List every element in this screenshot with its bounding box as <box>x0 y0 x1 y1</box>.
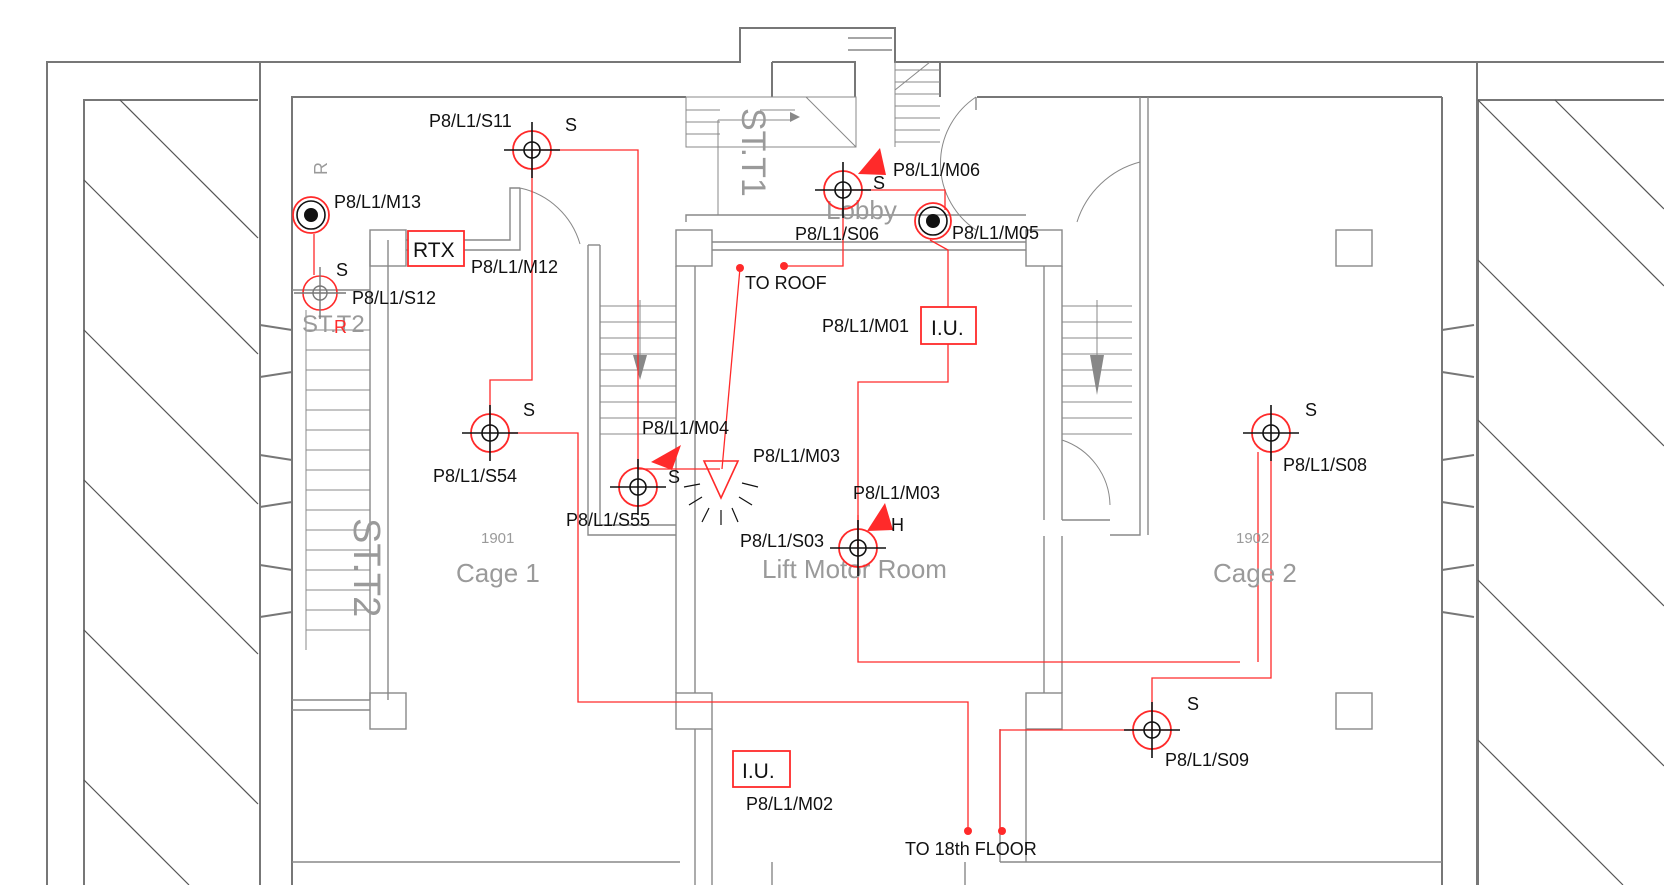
cage2-number: 1902 <box>1236 530 1269 547</box>
device-s08-label: P8/L1/S08 <box>1283 455 1367 475</box>
device-s06-label: P8/L1/S06 <box>795 224 879 244</box>
device-m12-box: RTX <box>413 239 455 262</box>
stair-t2-name: ST.T2 <box>345 518 387 617</box>
device-s03-tag: H <box>891 515 904 535</box>
sounder-flag-icon <box>867 503 893 531</box>
device-s09[interactable]: P8/L1/S09 S <box>1124 694 1249 770</box>
smoke-detector-icon <box>815 162 871 218</box>
device-m13-label: P8/L1/M13 <box>334 192 421 212</box>
device-s09-tag: S <box>1187 694 1199 714</box>
remote-transmitter-icon: RTX <box>407 230 465 267</box>
smoke-detector-icon <box>1243 405 1299 461</box>
device-m03-beacon-label: P8/L1/M03 <box>753 446 840 466</box>
stair-t2-small-name: ST.T2 <box>302 311 365 338</box>
stair-t1-name: ST.T1 <box>734 108 772 197</box>
lift-motor-room-name: Lift Motor Room <box>762 554 947 584</box>
device-s54-tag: S <box>523 400 535 420</box>
device-m02-box: I.U. <box>742 760 775 783</box>
call-point-icon <box>292 196 330 234</box>
device-m13-tag: R <box>311 162 331 175</box>
device-m12[interactable]: RTX P8/L1/M12 <box>407 230 558 277</box>
interface-unit-icon: I.U. <box>732 750 791 788</box>
device-m04-label: P8/L1/M04 <box>642 418 729 438</box>
call-point-icon <box>914 202 952 240</box>
device-s06[interactable]: P8/L1/S06 S <box>795 162 885 244</box>
lobby-name: Lobby <box>826 195 897 225</box>
device-m03-beacon[interactable]: P8/L1/M03 <box>683 446 840 525</box>
smoke-detector-icon <box>504 122 560 178</box>
device-s12-tag: S <box>336 260 348 280</box>
building-walls <box>46 27 1664 885</box>
smoke-detector-icon <box>610 459 666 515</box>
device-m05[interactable]: P8/L1/M05 <box>914 202 1039 243</box>
device-s12-tag2: R <box>334 317 347 337</box>
device-m01-box: I.U. <box>931 317 964 340</box>
cage2-name: Cage 2 <box>1213 558 1297 588</box>
device-s08-tag: S <box>1305 400 1317 420</box>
interior-walls <box>292 61 1373 885</box>
device-m02[interactable]: I.U. P8/L1/M02 <box>732 750 833 814</box>
device-s55-tag: S <box>668 467 680 487</box>
device-m06-label: P8/L1/M06 <box>893 160 980 180</box>
device-s03-label: P8/L1/S03 <box>740 531 824 551</box>
smoke-detector-icon <box>294 267 346 319</box>
heat-detector-icon <box>830 520 886 576</box>
cage1-name: Cage 1 <box>456 558 540 588</box>
device-s11-tag: S <box>565 115 577 135</box>
device-m06[interactable]: P8/L1/M06 <box>858 148 980 180</box>
device-s55-label: P8/L1/S55 <box>566 510 650 530</box>
device-s54[interactable]: P8/L1/S54 S <box>433 400 535 486</box>
interface-unit-icon: I.U. <box>920 306 977 345</box>
hatched-annex-left <box>83 99 259 885</box>
device-s55[interactable]: P8/L1/S55 S <box>566 459 680 530</box>
device-s12-label: P8/L1/S12 <box>352 288 436 308</box>
device-s03[interactable]: P8/L1/S03 H <box>740 515 904 576</box>
device-m03-heat[interactable]: P8/L1/M03 <box>853 483 940 531</box>
stair-treads <box>305 300 1132 650</box>
device-m01[interactable]: I.U. P8/L1/M01 <box>822 306 977 345</box>
device-m04[interactable]: P8/L1/M04 <box>642 418 729 470</box>
smoke-detector-icon <box>1124 702 1180 758</box>
device-m02-label: P8/L1/M02 <box>746 794 833 814</box>
sounder-flag-icon <box>651 445 681 470</box>
room-labels: 1901 Cage 1 1902 Cage 2 Lift Motor Room … <box>302 108 1297 617</box>
cage1-number: 1901 <box>481 530 514 547</box>
device-s54-label: P8/L1/S54 <box>433 466 517 486</box>
riser-to-roof-label: TO ROOF <box>745 273 827 293</box>
device-s06-tag: S <box>873 173 885 193</box>
beacon-icon <box>683 460 759 525</box>
device-m12-label: P8/L1/M12 <box>471 257 558 277</box>
device-s09-label: P8/L1/S09 <box>1165 750 1249 770</box>
device-m01-label: P8/L1/M01 <box>822 316 909 336</box>
device-m03-heat-label: P8/L1/M03 <box>853 483 940 503</box>
sounder-flag-icon <box>858 148 886 175</box>
device-m05-label: P8/L1/M05 <box>952 223 1039 243</box>
device-m13[interactable]: P8/L1/M13 R <box>292 162 421 234</box>
riser-to-18th-floor-label: TO 18th FLOOR <box>905 839 1037 859</box>
smoke-detector-icon <box>462 405 518 461</box>
hatched-annex-right <box>1477 99 1664 885</box>
device-s08[interactable]: P8/L1/S08 S <box>1243 400 1367 475</box>
device-s11[interactable]: P8/L1/S11 S <box>429 111 577 178</box>
device-s11-label: P8/L1/S11 <box>429 111 512 131</box>
device-s12[interactable]: P8/L1/S12 S R <box>294 260 436 337</box>
